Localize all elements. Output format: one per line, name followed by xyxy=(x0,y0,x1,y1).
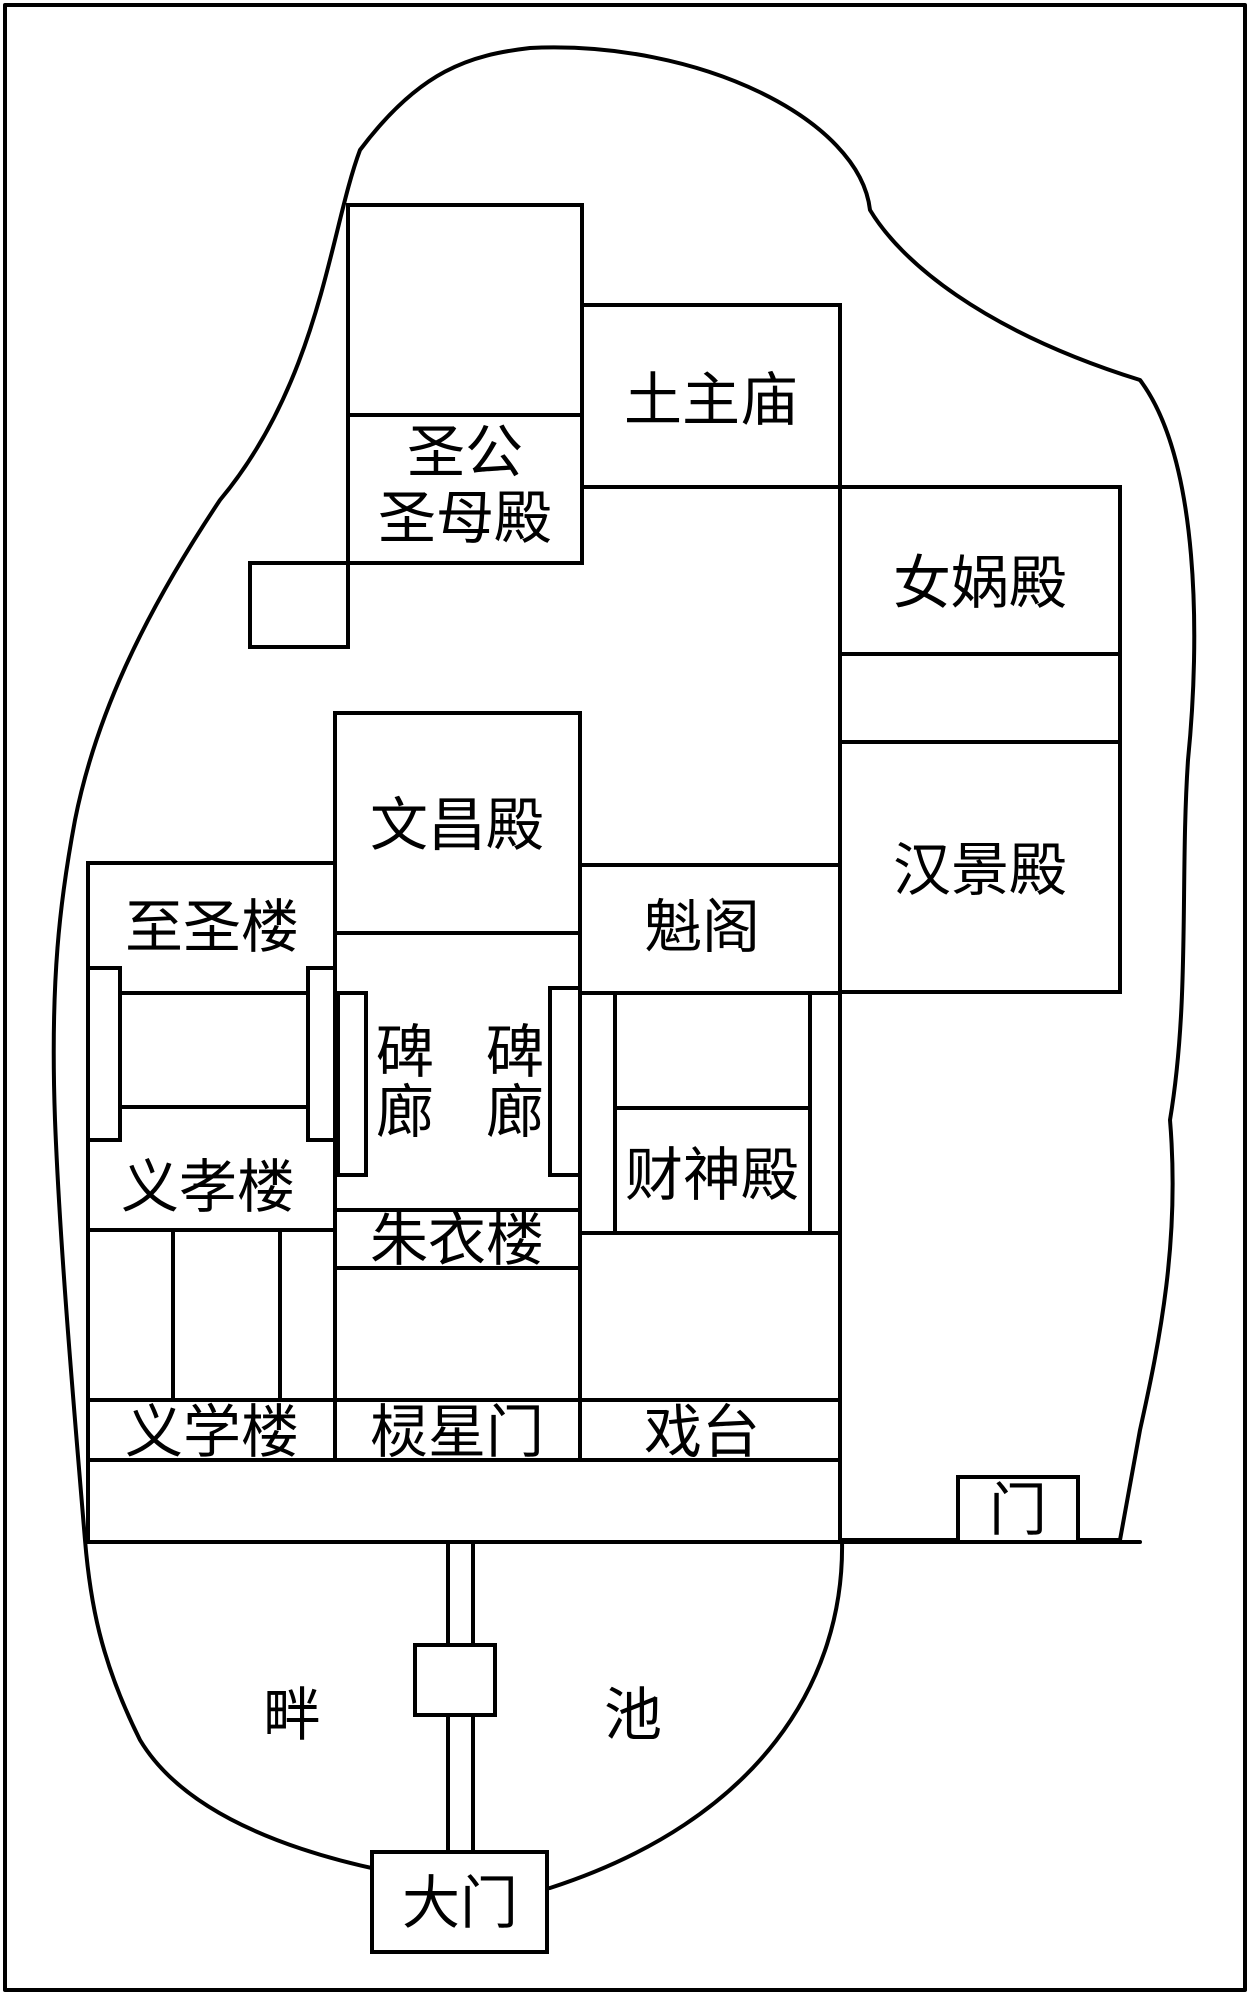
label-kui-pavilion: 魁阁 xyxy=(644,893,760,961)
label-wenchang-hall: 文昌殿 xyxy=(370,791,544,859)
label-stele-left-2: 廊 xyxy=(376,1078,434,1146)
nuwa-hall xyxy=(838,485,1122,656)
shenggong-annex xyxy=(248,561,350,649)
label-stele-left-1: 碑 xyxy=(376,1018,434,1086)
zhuyi-courtyard xyxy=(333,1266,582,1402)
label-stele-right-2: 廊 xyxy=(486,1078,544,1146)
label-yixue-tower: 义学楼 xyxy=(125,1398,299,1466)
main-gate xyxy=(370,1850,549,1954)
zhisheng-tower xyxy=(86,861,337,995)
label-shenggong-line2: 圣母殿 xyxy=(378,484,552,552)
label-tuzhu-temple: 土主庙 xyxy=(624,366,798,434)
left-gallery-post-1 xyxy=(86,966,122,1142)
stage-courtyard xyxy=(578,1231,842,1402)
front-terrace xyxy=(86,1458,842,1544)
label-main-gate: 大门 xyxy=(402,1869,518,1937)
label-pond-left: 畔 xyxy=(263,1681,321,1749)
tuzhu-temple xyxy=(580,303,842,489)
label-stele-right-1: 碑 xyxy=(486,1018,544,1086)
side-gate xyxy=(956,1475,1080,1544)
page-frame xyxy=(3,3,1247,1992)
label-zhuyi-tower: 朱衣楼 xyxy=(370,1206,544,1274)
label-opera-stage: 戏台 xyxy=(644,1398,760,1466)
shenggong-upper-block xyxy=(346,203,584,417)
caishen-front xyxy=(613,991,812,1110)
label-pond-right: 池 xyxy=(604,1681,662,1749)
label-caishen-hall: 财神殿 xyxy=(625,1141,799,1209)
label-hanjing-hall: 汉景殿 xyxy=(893,836,1067,904)
label-lingxing-gate: 棂星门 xyxy=(370,1398,544,1466)
wenchang-hall xyxy=(333,711,582,935)
label-nuwa-hall: 女娲殿 xyxy=(893,549,1067,617)
stele-wall-right xyxy=(548,986,582,1177)
label-zhisheng-tower: 至圣楼 xyxy=(125,893,299,961)
label-yixiao-tower: 义孝楼 xyxy=(121,1153,295,1221)
stele-wall-left xyxy=(336,991,368,1177)
left-gallery xyxy=(118,991,312,1109)
zhuyi-tower xyxy=(333,1208,582,1270)
label-shenggong-line1: 圣公 xyxy=(407,418,523,486)
label-side-gate: 门 xyxy=(989,1476,1047,1544)
nuwa-corridor xyxy=(838,652,1122,744)
causeway-pavilion xyxy=(413,1643,497,1717)
left-bays xyxy=(86,1228,337,1402)
caishen-hall xyxy=(613,1106,812,1235)
shenggong-hall xyxy=(346,413,584,565)
hanjing-hall xyxy=(838,740,1122,994)
yixue-tower xyxy=(86,1398,337,1462)
